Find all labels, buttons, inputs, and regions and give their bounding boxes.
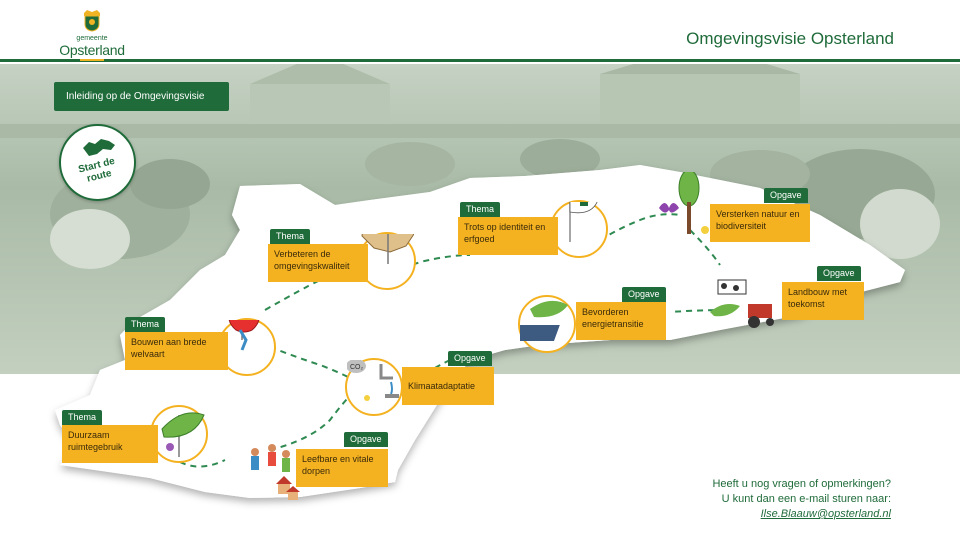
start-route-label: Start de route xyxy=(65,153,130,189)
leaf-icon xyxy=(161,412,205,457)
crest-icon xyxy=(84,10,100,32)
apple-icon xyxy=(228,300,260,351)
stop-circle-natuur[interactable] xyxy=(655,169,713,234)
flag-crest-icon xyxy=(569,184,599,242)
people-village-icon xyxy=(251,444,300,500)
stop-tag-welvaart: Thema xyxy=(125,317,166,332)
co2-label: CO₂ xyxy=(350,364,364,371)
stop-circle-klimaat[interactable]: CO₂ xyxy=(345,358,403,416)
stop-circle-identiteit[interactable] xyxy=(550,184,608,258)
map-puzzle-icon xyxy=(361,213,415,264)
logo-small-text: gemeente xyxy=(76,35,108,42)
contact-info: Heeft u nog vragen of opmerkingen? U kun… xyxy=(712,477,891,522)
stop-title-energie: Bevorderen energietransitie xyxy=(582,307,644,329)
stop-title-leefbare: Leefbare en vitale dorpen xyxy=(302,454,374,476)
stop-label-leefbare[interactable]: Leefbare en vitale dorpen xyxy=(296,449,388,487)
municipality-map-shape xyxy=(55,165,905,498)
contact-email-link[interactable]: Ilse.Blaauw@opsterland.nl xyxy=(760,508,891,520)
stop-circle-energie[interactable] xyxy=(494,295,576,353)
stop-tag-klimaat: Opgave xyxy=(448,351,492,366)
tree-butterfly-icon xyxy=(659,169,709,234)
stop-title-identiteit: Trots op identiteit en erfgoed xyxy=(464,222,546,244)
stop-tag-landbouw: Opgave xyxy=(817,266,861,281)
stop-title-duurzaam: Duurzaam ruimtegebruik xyxy=(68,430,123,452)
stop-title-welvaart: Bouwen aan brede welvaart xyxy=(131,337,207,359)
stop-tag-energie: Opgave xyxy=(622,287,666,302)
stop-circle-leefbare[interactable] xyxy=(238,440,300,500)
route-path xyxy=(179,213,726,468)
stop-title-omgevingskwaliteit: Verbeteren de omgevingskwaliteit xyxy=(274,249,350,271)
stop-label-duurzaam[interactable]: Duurzaam ruimtegebruik xyxy=(62,425,158,463)
logo-name: Opsterland xyxy=(59,42,125,58)
stop-title-klimaat: Klimaatadaptatie xyxy=(408,381,476,391)
municipality-silhouette-icon xyxy=(83,139,115,156)
gemeente-opsterland-logo[interactable]: gemeente Opsterland xyxy=(52,8,132,61)
stop-title-natuur: Versterken natuur en biodiversiteit xyxy=(716,209,800,231)
stop-label-energie[interactable]: Bevorderen energietransitie xyxy=(576,302,666,340)
stop-tag-leefbare: Opgave xyxy=(344,432,388,447)
logo-underline xyxy=(80,59,104,61)
site-title: Omgevingsvisie Opsterland xyxy=(686,29,894,48)
stop-tag-duurzaam: Thema xyxy=(62,410,103,425)
start-route-button[interactable]: Start de route xyxy=(59,124,136,201)
intro-omgevingsvisie-button[interactable]: Inleiding op de Omgevingsvisie xyxy=(54,82,229,111)
stop-label-omgevingskwaliteit[interactable]: Verbeteren de omgevingskwaliteit xyxy=(268,244,368,282)
stop-label-landbouw[interactable]: Landbouw met toekomst xyxy=(782,282,864,320)
stop-label-klimaat[interactable]: Klimaatadaptatie xyxy=(402,367,494,405)
cow-tractor-icon xyxy=(710,279,774,328)
stop-label-natuur[interactable]: Versterken natuur en biodiversiteit xyxy=(710,204,810,242)
contact-line2: U kunt dan een e-mail sturen naar: xyxy=(721,493,891,505)
stop-label-identiteit[interactable]: Trots op identiteit en erfgoed xyxy=(458,217,558,255)
solar-panel-icon xyxy=(494,300,568,341)
stop-circle-landbouw[interactable] xyxy=(708,272,774,330)
contact-line1: Heeft u nog vragen of opmerkingen? xyxy=(712,478,891,490)
water-tap-co2-icon: CO₂ xyxy=(346,359,399,401)
stop-circle-duurzaam[interactable] xyxy=(150,405,208,463)
stop-tag-natuur: Opgave xyxy=(764,188,808,203)
meadow-illustration xyxy=(0,64,960,269)
stop-tag-omgevingskwaliteit: Thema xyxy=(270,229,311,244)
stop-tag-identiteit: Thema xyxy=(460,202,501,217)
stop-title-landbouw: Landbouw met toekomst xyxy=(788,287,848,309)
stop-label-welvaart[interactable]: Bouwen aan brede welvaart xyxy=(125,332,228,370)
header: gemeente Opsterland Omgevingsvisie Opste… xyxy=(0,0,960,62)
